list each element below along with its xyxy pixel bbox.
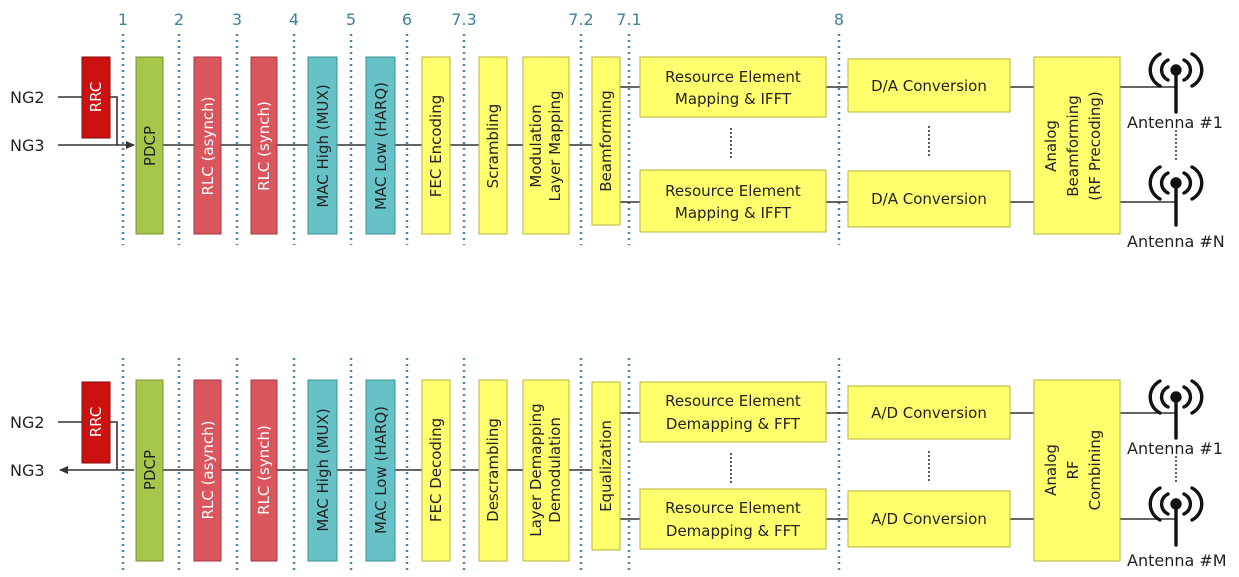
demodulation-label-line2: Demodulation xyxy=(546,417,564,523)
split-label-7-3: 7.3 xyxy=(451,10,476,29)
rlc-synch-label: RLC (synch) xyxy=(255,101,273,191)
re-demapping-1-line2: Demapping & FFT xyxy=(666,415,801,433)
split-label-6: 6 xyxy=(402,10,412,29)
uplink-rlc-asynch-block xyxy=(193,379,222,562)
pdcp-block xyxy=(135,56,164,235)
demodulation-label-line1: Layer Demapping xyxy=(527,403,545,536)
uplink-rrc-block xyxy=(81,381,111,464)
split-label-7-2: 7.2 xyxy=(568,10,593,29)
analog-rf-combining-block xyxy=(1033,379,1121,562)
ad-conversion-1-label: A/D Conversion xyxy=(871,404,987,422)
re-demapping-2-line1: Resource Element xyxy=(665,499,801,517)
re-demapping-block-2 xyxy=(639,488,827,550)
antenna-icon xyxy=(1148,379,1204,440)
mac-low-label: MAC Low (HARQ) xyxy=(372,82,390,210)
da-conversion-block-2 xyxy=(847,170,1011,228)
fec-decoding-block xyxy=(421,379,451,562)
equalization-block xyxy=(591,381,621,551)
analog-beamforming-line1: Analog xyxy=(1042,120,1060,172)
rrc-label: RRC xyxy=(87,82,105,113)
analog-rf-combining-line1: Analog xyxy=(1042,444,1060,496)
rlc-asynch-block xyxy=(193,56,222,235)
split-label-8: 8 xyxy=(834,10,844,29)
uplink-rrc-label: RRC xyxy=(87,407,105,438)
uplink-mac-high-block xyxy=(307,379,338,562)
modulation-label-line1: Modulation xyxy=(527,104,545,187)
split-label-5: 5 xyxy=(346,10,356,29)
antenna-n-label: Antenna #N xyxy=(1127,232,1225,251)
re-demapping-1-line1: Resource Element xyxy=(665,392,801,410)
beamforming-label: Beamforming xyxy=(597,90,615,192)
rlc-synch-block xyxy=(250,56,278,235)
downlink-chain: NG2 NG3 RRC PDCP RLC (asynch) RLC (synch… xyxy=(10,52,1225,251)
split-lines xyxy=(121,34,841,574)
mac-high-label: MAC High (MUX) xyxy=(314,84,332,207)
antenna-icon xyxy=(1148,486,1204,547)
uplink-rlc-synch-block xyxy=(250,379,278,562)
split-label-7-1: 7.1 xyxy=(616,10,641,29)
modulation-block xyxy=(522,56,570,235)
split-label-1: 1 xyxy=(118,10,128,29)
re-mapping-1-line2: Mapping & IFFT xyxy=(675,90,792,108)
da-conversion-block-1 xyxy=(847,58,1011,113)
split-labels: 1 2 3 4 5 6 7.3 7.2 7.1 8 xyxy=(118,10,844,29)
rlc-asynch-label: RLC (asynch) xyxy=(199,97,217,196)
antenna-icon xyxy=(1148,165,1204,227)
beamforming-block xyxy=(591,56,621,226)
ad-conversion-block-2 xyxy=(847,490,1011,548)
analog-beamforming-block xyxy=(1033,56,1121,235)
re-demapping-2-line2: Demapping & FFT xyxy=(666,522,801,540)
demodulation-block xyxy=(522,379,570,562)
mac-high-block xyxy=(307,56,338,235)
re-demapping-block-1 xyxy=(639,381,827,443)
uplink-rlc-asynch-label: RLC (asynch) xyxy=(199,421,217,520)
ad-conversion-2-label: A/D Conversion xyxy=(871,510,987,528)
descrambling-block xyxy=(478,379,508,562)
da-conversion-1-label: D/A Conversion xyxy=(871,77,987,95)
re-mapping-1-line1: Resource Element xyxy=(665,68,801,86)
fec-encoding-label: FEC Encoding xyxy=(427,95,445,197)
uplink-output-ng3-label: NG3 xyxy=(10,461,45,480)
ad-conversion-block-1 xyxy=(847,385,1011,440)
uplink-antenna-m-label: Antenna #M xyxy=(1127,551,1227,570)
re-mapping-block-1 xyxy=(639,56,827,118)
modulation-label-line2: Layer Mapping xyxy=(546,91,564,202)
split-label-3: 3 xyxy=(232,10,242,29)
uplink-rlc-synch-label: RLC (synch) xyxy=(255,425,273,515)
uplink-chain: NG2 NG3 RRC PDCP RLC (asynch) RLC (synch… xyxy=(10,379,1227,570)
split-label-4: 4 xyxy=(289,10,299,29)
analog-rf-combining-line3: Combining xyxy=(1086,430,1104,511)
input-ng2-label: NG2 xyxy=(10,88,45,107)
uplink-mac-low-block xyxy=(365,379,396,562)
analog-beamforming-line2: Beamforming xyxy=(1064,95,1082,197)
rrc-block xyxy=(81,56,111,139)
split-label-2: 2 xyxy=(174,10,184,29)
uplink-mac-high-label: MAC High (MUX) xyxy=(314,408,332,531)
fec-decoding-label: FEC Decoding xyxy=(427,418,445,522)
input-ng3-label: NG3 xyxy=(10,136,45,155)
antenna-icon xyxy=(1148,52,1204,114)
equalization-label: Equalization xyxy=(597,420,615,512)
uplink-mac-low-label: MAC Low (HARQ) xyxy=(372,406,390,534)
re-mapping-2-line2: Mapping & IFFT xyxy=(675,204,792,222)
re-mapping-block-2 xyxy=(639,169,827,233)
uplink-pdcp-label: PDCP xyxy=(141,450,159,490)
fec-encoding-block xyxy=(421,56,451,235)
analog-beamforming-line3: (RF Precoding) xyxy=(1086,91,1104,201)
uplink-input-ng2-label: NG2 xyxy=(10,413,45,432)
da-conversion-2-label: D/A Conversion xyxy=(871,190,987,208)
analog-rf-combining-line2: RF xyxy=(1064,460,1082,479)
mac-low-block xyxy=(365,56,396,235)
pdcp-label: PDCP xyxy=(141,126,159,166)
scrambling-block xyxy=(478,56,508,235)
re-mapping-2-line1: Resource Element xyxy=(665,182,801,200)
uplink-antenna-1-label: Antenna #1 xyxy=(1127,439,1223,458)
uplink-pdcp-block xyxy=(135,379,164,562)
descrambling-label: Descrambling xyxy=(484,418,502,522)
antenna-1-label: Antenna #1 xyxy=(1127,113,1223,132)
scrambling-label: Scrambling xyxy=(484,104,502,189)
